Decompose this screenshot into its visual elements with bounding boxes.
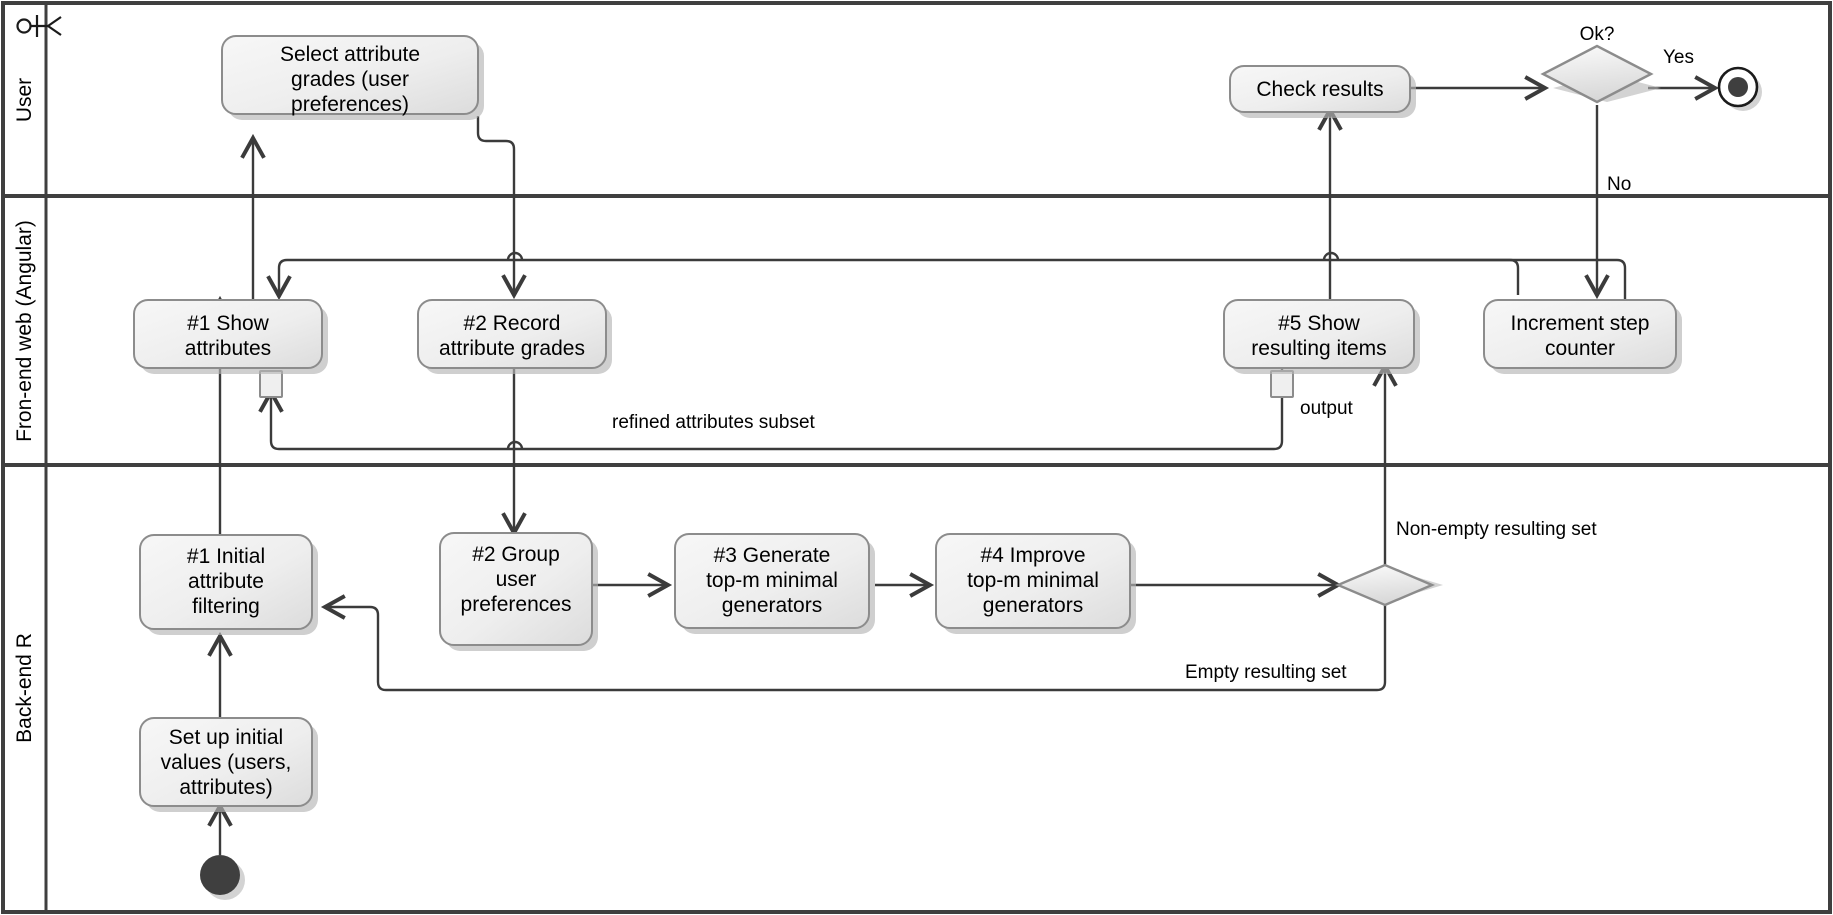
node-label-line: Select attribute	[280, 43, 420, 66]
node-select-attribute-grades[interactable]: Select attribute grades (user preference…	[221, 35, 484, 120]
node-label-line: preferences	[461, 593, 572, 616]
lane-label-user: User	[13, 78, 36, 122]
node-record-attribute-grades[interactable]: #2 Record attribute grades	[417, 299, 612, 374]
node-label-line: resulting items	[1251, 337, 1386, 360]
edge-increment-join-bus	[1400, 258, 1520, 295]
node-label-line: filtering	[192, 595, 260, 618]
actor-stick-figure-icon	[16, 15, 62, 37]
node-label-line: generators	[722, 594, 822, 617]
edge-label-output: output	[1300, 398, 1354, 419]
edge-increment-to-show-attributes	[266, 258, 1627, 301]
node-label-line: #5 Show	[1278, 312, 1361, 335]
node-label-line: #2 Group	[472, 543, 560, 566]
line-hop-refined-record	[506, 440, 524, 450]
lane-label-backend: Back-end R	[13, 633, 36, 743]
node-label-line: generators	[983, 594, 1083, 617]
node-label-line: preferences)	[291, 93, 409, 116]
line-hop-record-bus	[506, 251, 524, 261]
lane-label-frontend: Fron-end web (Angular)	[13, 220, 36, 442]
node-start-node	[200, 855, 245, 900]
node-label-line: Set up initial	[169, 726, 283, 749]
pin-show-attributes	[259, 370, 283, 398]
node-label-line: attributes	[185, 337, 271, 360]
node-label-line: grades (user	[291, 68, 409, 91]
node-label-line: top-m minimal	[706, 569, 838, 592]
line-hop-resulting-bus	[1322, 251, 1340, 261]
edge-refined-attributes-subset	[258, 387, 1284, 451]
edge-empty-to-filtering	[320, 594, 1387, 692]
node-label-line: attribute	[188, 570, 264, 593]
object-pins	[259, 370, 1294, 398]
node-check-results[interactable]: Check results	[1229, 65, 1416, 118]
node-label-line: user	[496, 568, 537, 591]
node-label-line: values (users,	[161, 751, 292, 774]
node-final-node	[1717, 66, 1762, 111]
node-increment-step-counter[interactable]: Increment step counter	[1483, 299, 1682, 374]
node-label-line: top-m minimal	[967, 569, 1099, 592]
node-label-line: #2 Record	[464, 312, 561, 335]
edge-label-yes: Yes	[1663, 47, 1694, 68]
node-label-line: Check results	[1256, 78, 1383, 101]
node-label-line: #1 Show	[187, 312, 270, 335]
flow-edges	[207, 75, 1720, 855]
node-result-decision[interactable]	[1334, 563, 1443, 607]
node-label-line: #3 Generate	[714, 544, 831, 567]
node-set-up-initial-values[interactable]: Set up initial values (users, attributes…	[139, 717, 318, 812]
edge-label-empty-resulting-set: Empty resulting set	[1185, 662, 1347, 683]
node-label-line: attribute grades	[439, 337, 585, 360]
node-ok-decision[interactable]: Ok?	[1540, 24, 1661, 104]
node-show-resulting-items[interactable]: #5 Show resulting items	[1223, 299, 1420, 374]
pin-show-resulting-items	[1270, 370, 1294, 398]
edge-label-non-empty-resulting-set: Non-empty resulting set	[1396, 519, 1597, 540]
node-show-attributes[interactable]: #1 Show attributes	[133, 299, 328, 374]
edge-select-to-record	[476, 116, 527, 300]
node-improve-top-m[interactable]: #4 Improve top-m minimal generators	[935, 533, 1136, 634]
edge-label-no: No	[1607, 174, 1631, 195]
node-initial-attribute-filtering[interactable]: #1 Initial attribute filtering	[139, 534, 318, 635]
edge-label-refined-attributes-subset: refined attributes subset	[612, 412, 816, 433]
node-label-line: counter	[1545, 337, 1615, 360]
node-group-user-preferences[interactable]: #2 Group user preferences	[439, 532, 598, 651]
node-label-line: #1 Initial	[187, 545, 265, 568]
node-label-line: #4 Improve	[980, 544, 1085, 567]
decision-label-ok: Ok?	[1580, 24, 1615, 45]
node-label-line: Increment step	[1511, 312, 1650, 335]
node-label-line: attributes)	[179, 776, 272, 799]
node-generate-top-m[interactable]: #3 Generate top-m minimal generators	[674, 533, 875, 634]
